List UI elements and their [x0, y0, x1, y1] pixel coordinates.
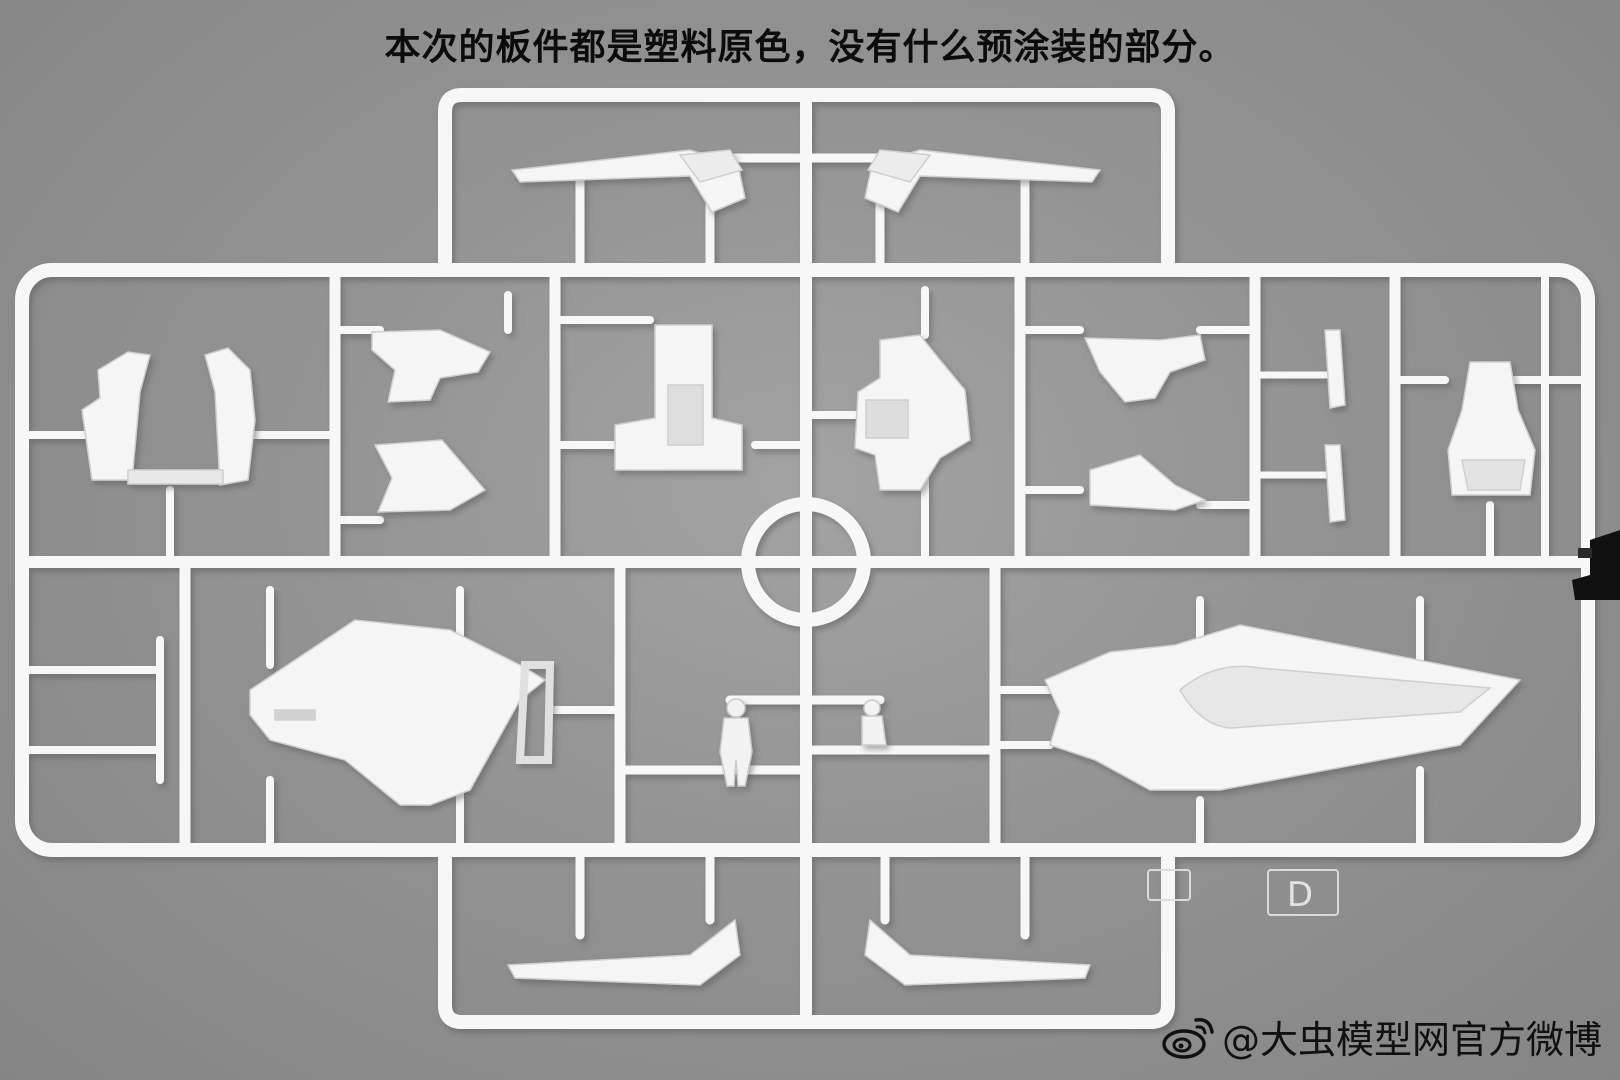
image-caption: 本次的板件都是塑料原色，没有什么预涂装的部分。	[384, 27, 1236, 68]
black-clip	[1572, 530, 1620, 600]
weibo-watermark: @大虫模型网官方微博	[1160, 1009, 1602, 1064]
watermark-handle: @大虫模型网官方微博	[1221, 1018, 1602, 1062]
runner-tag-letter: D	[1287, 875, 1313, 915]
weibo-icon	[1162, 1017, 1214, 1059]
